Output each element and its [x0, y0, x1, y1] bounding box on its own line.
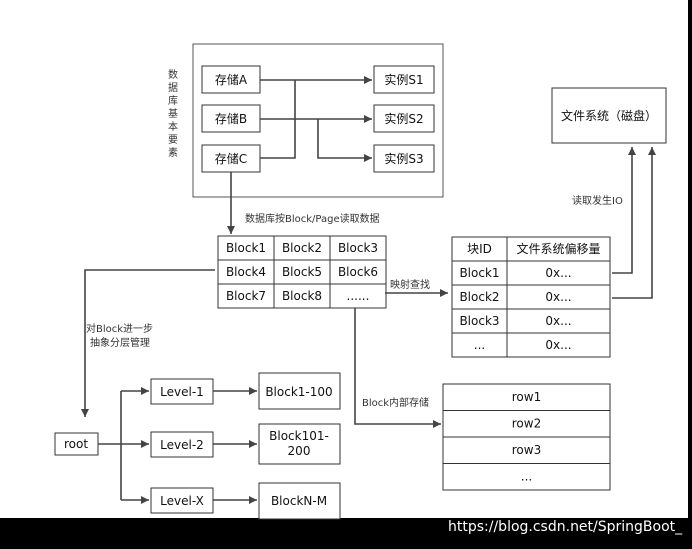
- level-x-box: Level-X: [150, 487, 214, 514]
- block-cell-label: Block1: [226, 241, 266, 255]
- block-cell: [329, 259, 387, 285]
- block-cell-label: Block6: [338, 265, 378, 279]
- range-1-label: Block1-100: [265, 385, 332, 399]
- row-cell: [442, 383, 611, 411]
- storage-a-label: 存储A: [215, 72, 248, 87]
- root-box: root: [54, 432, 99, 456]
- map-cell: [506, 284, 611, 310]
- block-cell: [329, 235, 387, 261]
- split-label-2: 抽象分层管理: [90, 336, 150, 349]
- instance-s2-label: 实例S2: [384, 111, 423, 126]
- block-cell-label: Block4: [226, 265, 266, 279]
- row-cell: [442, 436, 611, 464]
- range-2-label: Block101-200: [269, 429, 329, 458]
- arrow-to-root: [81, 269, 215, 417]
- io-label: 读取发生IO: [572, 194, 623, 207]
- block-cell-label: Block2: [282, 241, 322, 255]
- level-1-box: Level-1: [150, 378, 214, 405]
- map-cell-label: 0x...: [545, 338, 571, 352]
- map-header-cell: [506, 236, 611, 262]
- arrow-io-1: [612, 147, 636, 274]
- level-1-label: Level-1: [160, 385, 204, 399]
- map-cell-label: 0x...: [545, 314, 571, 328]
- arrow-io-2: [612, 147, 656, 299]
- map-cell: [506, 260, 611, 286]
- instance-s3-label: 实例S3: [384, 151, 423, 166]
- map-cell: [451, 260, 508, 286]
- range-1-box: Block1-100: [258, 372, 341, 410]
- row-cell-label: row3: [512, 443, 541, 457]
- storage-c-label: 存储C: [215, 151, 247, 166]
- map-header-label: 块ID: [467, 242, 492, 256]
- core-elements-vertical-label: 数据库基本要素: [168, 68, 178, 159]
- block-cell-label: Block7: [226, 289, 266, 303]
- storage-b-box: 存储B: [201, 104, 261, 133]
- map-cell: [506, 332, 611, 358]
- level-2-box: Level-2: [150, 431, 214, 458]
- block-cell: [217, 283, 275, 309]
- block-cell: [329, 283, 387, 309]
- rows-table: row1 row2 row3...: [442, 383, 611, 491]
- block-cell: [273, 283, 331, 309]
- map-cell: [451, 332, 508, 358]
- range-x-label: BlockN-M: [271, 494, 327, 508]
- block-cell-label: ......: [347, 289, 370, 303]
- connector-a-c-bus: [260, 80, 296, 159]
- filesystem-label: 文件系统（磁盘）: [561, 108, 657, 123]
- storage-a-box: 存储A: [201, 65, 261, 94]
- instance-s1-box: 实例S1: [373, 65, 435, 94]
- level-2-label: Level-2: [160, 438, 204, 452]
- read-blocks-label: 数据库按Block/Page读取数据: [245, 212, 380, 225]
- block-cell-label: Block5: [282, 265, 322, 279]
- mapping-table: 块ID 文件系统偏移量 Block1 0x... Block2 0x... Block3 0x…: [451, 236, 611, 358]
- row-cell-label: row2: [512, 417, 541, 431]
- storage-c-box: 存储C: [201, 144, 261, 173]
- inner-storage-label: Block内部存储: [362, 396, 429, 409]
- map-cell-label: ...: [474, 338, 485, 352]
- instance-s3-box: 实例S3: [373, 144, 435, 173]
- instance-s2-box: 实例S2: [373, 104, 435, 133]
- block-cell-label: Block3: [338, 241, 378, 255]
- filesystem-box: 文件系统（磁盘）: [551, 87, 667, 144]
- row-cell-label: row1: [512, 390, 541, 404]
- arrow-block-inner: [354, 308, 441, 428]
- map-cell-label: 0x...: [545, 290, 571, 304]
- watermark: https://blog.csdn.net/SpringBoot_: [448, 519, 683, 535]
- block-cell-label: Block8: [282, 289, 322, 303]
- map-lookup-label: 映射查找: [390, 278, 430, 291]
- map-header-label: 文件系统偏移量: [516, 241, 600, 256]
- storage-b-label: 存储B: [215, 111, 247, 126]
- map-cell-label: Block2: [459, 290, 499, 304]
- block-cell: [273, 235, 331, 261]
- row-cell: [442, 463, 611, 491]
- map-cell: [451, 308, 508, 334]
- level-x-label: Level-X: [160, 494, 204, 508]
- map-cell-label: Block1: [459, 266, 499, 280]
- map-cell-label: 0x...: [545, 266, 571, 280]
- instance-s1-label: 实例S1: [384, 72, 423, 87]
- root-label: root: [64, 437, 88, 451]
- map-cell-label: Block3: [459, 314, 499, 328]
- connector-b-s3: [317, 119, 372, 162]
- row-cell-label: ...: [521, 470, 532, 484]
- block-cell: [217, 259, 275, 285]
- split-label-1: 对Block进一步: [86, 322, 153, 335]
- range-x-box: BlockN-M: [258, 482, 341, 520]
- range-2-box: Block101-200: [258, 423, 341, 465]
